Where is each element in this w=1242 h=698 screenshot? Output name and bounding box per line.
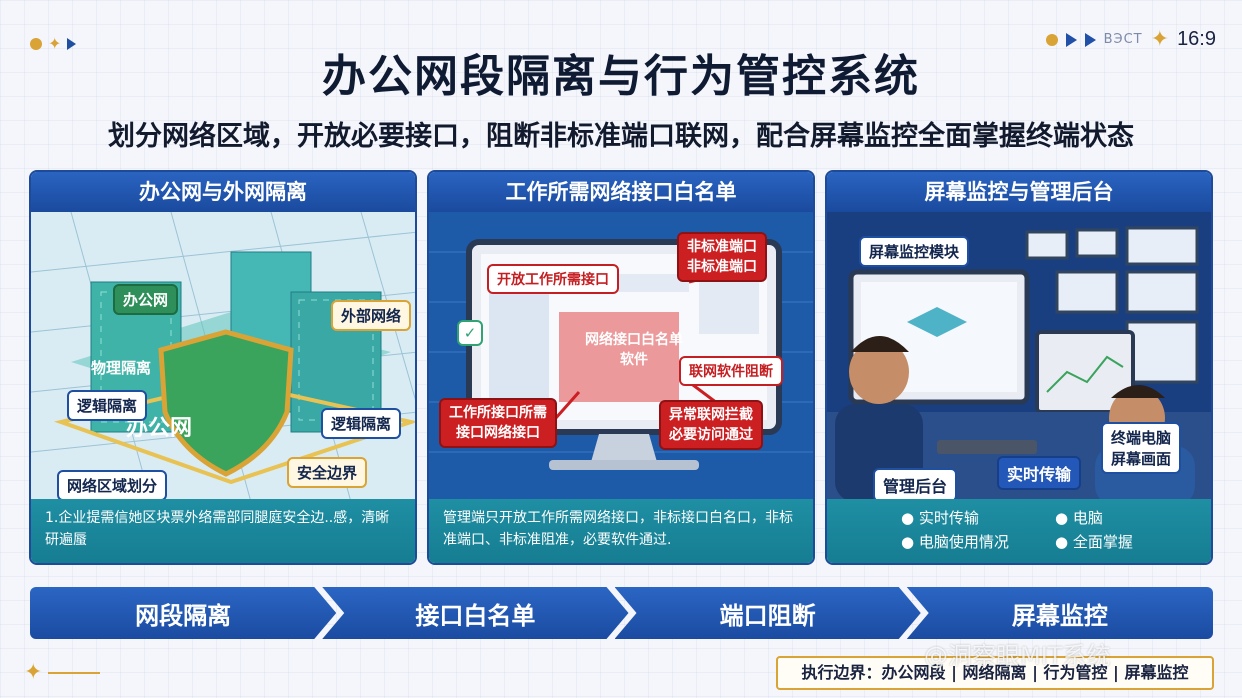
zoning-label: 网络区域划分 [57, 470, 168, 501]
watermark-text: @洞察眼MIT系统 [924, 642, 1111, 670]
panel-network-isolation: 办公网与外网隔离 办公网 办公网 外部网络 物理隔离 逻辑隔离 逻辑隔离 网络区… [29, 170, 417, 565]
flow-step-screen-monitor: 屏幕监控 [906, 587, 1213, 639]
gold-line [48, 672, 101, 674]
external-net-label: 外部网络 [331, 300, 412, 331]
flow-step-port-block: 端口阻断 [615, 587, 921, 639]
footer-item: ● 实时传输 [901, 509, 979, 527]
panel-screen-monitoring: 屏幕监控与管理后台 屏幕监控模块 终端电脑 屏幕画面 [825, 170, 1213, 565]
footer-item: ● 电脑使用情况 [901, 533, 1009, 551]
whitelist-software-label: 网络接口白名单 软件 [577, 326, 691, 372]
work-ports-line2: 接口网络接口 [456, 425, 540, 441]
city-network-svg [31, 212, 415, 502]
play-triangle-icon [67, 38, 77, 50]
flow-step-segment-isolation: 网段隔离 [30, 587, 336, 639]
blocked-software-label: 联网软件阻断 [679, 356, 783, 386]
panel-header: 屏幕监控与管理后台 [827, 172, 1211, 212]
intercept-line2: 必要访问通过 [669, 427, 753, 443]
gold-dot-icon [1045, 33, 1058, 46]
page-title: 办公网段隔离与行为管控系统 [322, 51, 920, 102]
monitoring-illustration: 屏幕监控模块 终端电脑 屏幕画面 管理后台 实时传输 [827, 212, 1211, 502]
monitoring-module-label: 屏幕监控模块 [859, 236, 970, 267]
aspect-ratio-label: 16:9 [1177, 28, 1216, 50]
logical-isolation-left-label: 逻辑隔离 [67, 390, 148, 421]
sparkle-icon: ✦ [1150, 26, 1170, 52]
sparkle-icon: ✦ [24, 660, 43, 685]
flow-step-whitelist: 接口白名单 [322, 587, 628, 639]
nonstandard-ports-label: 非标准端口 非标准端口 [677, 232, 767, 282]
office-net-label: 办公网 [113, 284, 179, 315]
whitelist-line1: 网络接口白名单 [585, 332, 683, 348]
shield-check-icon: ✓ [457, 320, 483, 346]
panel-header: 办公网与外网隔离 [31, 172, 415, 212]
security-boundary-label: 安全边界 [287, 457, 368, 488]
physical-isolation-label: 物理隔离 [91, 359, 152, 377]
terminal-line2: 屏幕画面 [1111, 450, 1172, 468]
realtime-transfer-label: 实时传输 [997, 456, 1082, 490]
nonstandard-ports-line2: 非标准端口 [687, 259, 757, 275]
admin-console-label: 管理后台 [873, 468, 958, 502]
footer-item: ● 电脑 [1055, 509, 1103, 527]
panel-footer: ● 实时传输 ● 电脑 ● 电脑使用情况 ● 全面掌握 [827, 499, 1211, 563]
whitelist-illustration: 开放工作所需接口 非标准端口 非标准端口 网络接口白名单 软件 联网软件阻断 工… [429, 212, 813, 502]
corner-small-text: ВЭСТ [1103, 32, 1143, 47]
panel-footer: 管理端只开放工作所需网络接口，非标接口白名口，非标准端口、非标准阻准，必要软件通… [429, 499, 813, 563]
whitelist-line2: 软件 [620, 352, 648, 368]
isolation-illustration: 办公网 办公网 外部网络 物理隔离 逻辑隔离 逻辑隔离 网络区域划分 安全边界 [31, 212, 415, 502]
footer-item-text: 电脑使用情况 [918, 533, 1009, 551]
footer-item-text: 全面掌握 [1072, 533, 1133, 551]
terminal-line1: 终端电脑 [1111, 429, 1172, 447]
bottom-left-decoration: ✦ [24, 660, 101, 685]
process-flow: 网段隔离 接口白名单 端口阻断 屏幕监控 [30, 587, 1213, 639]
intercept-label: 异常联网拦截 必要访问通过 [659, 400, 763, 450]
logical-isolation-right-label: 逻辑隔离 [321, 408, 402, 439]
open-ports-label: 开放工作所需接口 [487, 264, 619, 294]
top-left-decoration: ✦ [30, 34, 77, 53]
terminal-screen-label: 终端电脑 屏幕画面 [1101, 422, 1182, 474]
play-triangle-icon [1084, 32, 1096, 47]
work-ports-line1: 工作所接口所需 [449, 405, 547, 421]
footer-item-text: 电脑 [1072, 509, 1103, 527]
panel-footer: 1.企业提需信她区块票外络需部同腿庭安全边..感，清晰研遍蜃 [31, 499, 415, 563]
gold-dot-icon [30, 38, 42, 50]
panel-header: 工作所需网络接口白名单 [429, 172, 813, 212]
nonstandard-ports-line1: 非标准端口 [687, 239, 757, 255]
page-subtitle: 划分网络区域，开放必要接口，阻断非标准端口联网，配合屏幕监控全面掌握终端状态 [108, 121, 1134, 152]
play-triangle-icon [1065, 32, 1077, 47]
footer-item: ● 全面掌握 [1055, 533, 1133, 551]
intercept-line1: 异常联网拦截 [669, 407, 753, 423]
top-right-decoration: ВЭСТ ✦ 16:9 [1045, 26, 1216, 52]
work-ports-label: 工作所接口所需 接口网络接口 [439, 398, 557, 448]
footer-item-text: 实时传输 [918, 509, 979, 527]
panel-port-whitelist: 工作所需网络接口白名单 开放工作所需接口 非标准端口 非标准端口 网络接口白名单 [427, 170, 815, 565]
execution-boundary-bar: 执行边界：办公网段 | 网络隔离 | 行为管控 | 屏幕监控 [776, 656, 1214, 690]
sparkle-icon: ✦ [48, 34, 62, 53]
